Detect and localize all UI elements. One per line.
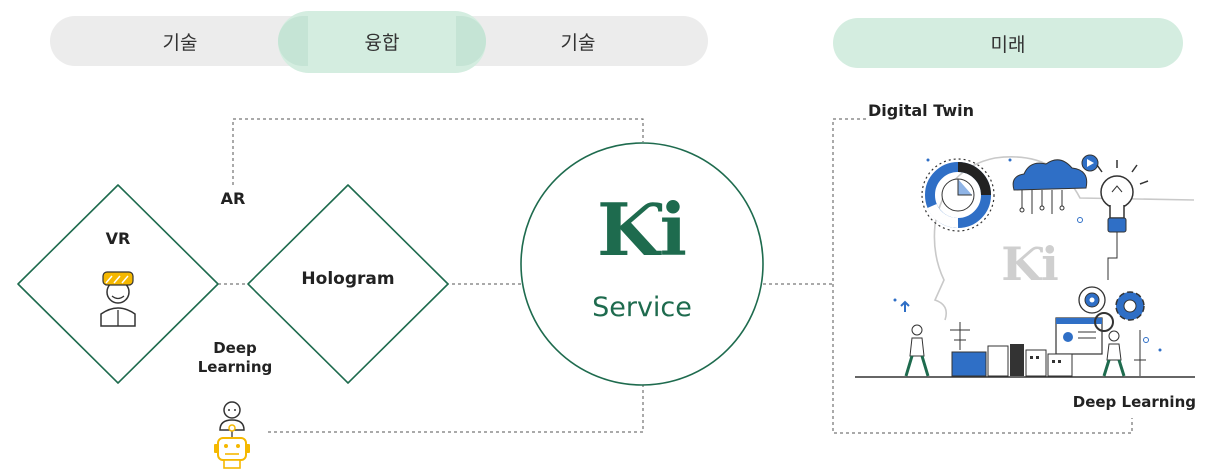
sparkles (893, 158, 1162, 352)
service-logo: Ƙi (597, 187, 687, 272)
person-right-icon (1102, 330, 1126, 377)
tab-tech-right: 기술 (560, 31, 596, 54)
digital-twin-label: Digital Twin (868, 101, 975, 120)
watermark-logo: Ƙi (1001, 237, 1059, 291)
tab-tech-left: 기술 (162, 31, 198, 54)
robot-icon (214, 424, 250, 469)
ring-chart-icon (921, 158, 995, 232)
person-left-icon (900, 300, 930, 377)
deep-learning-label-line1: Deep (213, 339, 257, 357)
hologram-label: Hologram (301, 269, 395, 289)
future-illustration (855, 154, 1195, 378)
dashboard-icon (1055, 312, 1114, 355)
deep-learning-label-line2: Learning (197, 358, 273, 376)
vr-label: VR (105, 229, 131, 248)
tab-fusion: 융합 (364, 31, 400, 54)
circuit-lines (950, 322, 1146, 376)
lightbulb-icon (1096, 160, 1149, 280)
service-circle (520, 142, 764, 386)
cloud-icon (1012, 159, 1088, 214)
target-icon (1078, 286, 1106, 314)
dashed-connectors (218, 118, 1133, 434)
play-icon (1081, 154, 1099, 172)
hologram-diamond (247, 184, 449, 384)
future-pill: 미래 (833, 18, 1183, 68)
gear-icon (1115, 291, 1145, 321)
ar-label: AR (220, 189, 246, 208)
deep-learning-future-label: Deep Learning (1072, 393, 1196, 411)
vr-headset-icon (100, 271, 136, 327)
fusion-highlight (278, 11, 486, 73)
service-label: Service (592, 292, 692, 323)
city-buildings-icon (951, 344, 1073, 377)
